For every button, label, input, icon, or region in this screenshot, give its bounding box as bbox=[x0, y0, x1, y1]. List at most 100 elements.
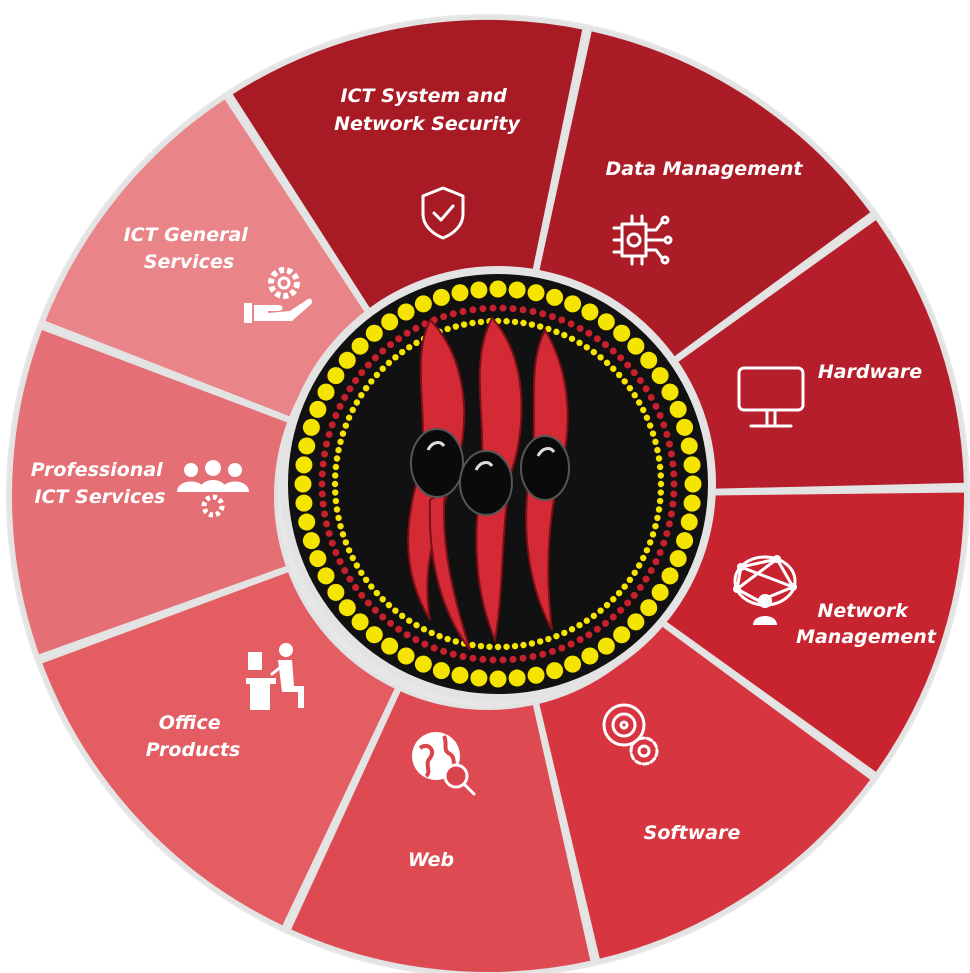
inner-yellow-dot bbox=[654, 514, 661, 522]
red-dot bbox=[647, 567, 655, 575]
outer-yellow-dot bbox=[508, 669, 526, 687]
red-dot bbox=[593, 625, 601, 633]
inner-yellow-dot bbox=[335, 446, 342, 454]
outer-yellow-dot bbox=[309, 550, 327, 568]
outer-yellow-dot bbox=[302, 418, 320, 436]
red-dot bbox=[601, 619, 609, 627]
outer-yellow-dot bbox=[676, 418, 694, 436]
monitor-icon bbox=[737, 366, 805, 428]
inner-yellow-dot bbox=[610, 365, 617, 372]
inner-yellow-dot bbox=[528, 640, 536, 647]
red-dot bbox=[609, 613, 617, 621]
inner-yellow-dot bbox=[333, 455, 341, 462]
inner-yellow-dot bbox=[331, 480, 339, 488]
outer-yellow-dot bbox=[295, 456, 313, 474]
red-dot bbox=[667, 510, 675, 518]
outer-yellow-dot bbox=[640, 351, 658, 369]
segment-web[interactable]: Web bbox=[285, 686, 596, 973]
outer-yellow-dot bbox=[613, 626, 631, 644]
inner-yellow-dot bbox=[428, 629, 435, 637]
red-dot bbox=[670, 470, 678, 478]
red-dot bbox=[609, 347, 617, 355]
red-dot bbox=[630, 591, 638, 599]
red-dot bbox=[323, 440, 331, 448]
red-dot bbox=[519, 654, 527, 662]
segment-professional-ict-services[interactable]: Professional ICT Services bbox=[8, 324, 293, 660]
segment-office-products[interactable]: Office Products bbox=[37, 567, 400, 931]
inner-yellow-dot bbox=[469, 319, 476, 327]
inner-yellow-dot bbox=[342, 539, 350, 546]
segment-software-label: Software bbox=[644, 822, 741, 844]
inner-yellow-dot bbox=[536, 323, 544, 330]
red-dot bbox=[379, 613, 387, 621]
shield-check-icon bbox=[421, 186, 465, 240]
red-dot bbox=[469, 654, 477, 662]
outer-yellow-dot bbox=[338, 599, 356, 617]
red-dot bbox=[593, 335, 601, 343]
red-dot bbox=[318, 480, 326, 488]
red-dot bbox=[489, 304, 497, 312]
segment-security[interactable]: ICT System and Network Security bbox=[227, 16, 587, 321]
red-dot bbox=[567, 320, 575, 328]
red-dot bbox=[539, 310, 547, 318]
inner-yellow-dot bbox=[332, 463, 340, 471]
red-dot bbox=[509, 655, 517, 663]
segment-network-management[interactable]: Network Management bbox=[657, 488, 968, 778]
center-emblem bbox=[280, 266, 716, 702]
inner-yellow-dot bbox=[345, 547, 353, 554]
red-dot bbox=[529, 652, 537, 660]
red-dot bbox=[519, 306, 527, 314]
red-dot bbox=[663, 430, 671, 438]
inner-yellow-dot bbox=[398, 348, 406, 356]
outer-yellow-dot bbox=[676, 532, 694, 550]
red-dot bbox=[319, 460, 327, 468]
red-dot bbox=[548, 647, 556, 655]
segment-data-management-label: Data Management bbox=[606, 158, 804, 180]
inner-yellow-dot bbox=[643, 414, 651, 421]
red-dot bbox=[529, 308, 537, 316]
outer-yellow-dot bbox=[683, 494, 701, 512]
inner-yellow-dot bbox=[452, 323, 460, 330]
outer-yellow-dot bbox=[414, 295, 432, 313]
inner-yellow-dot bbox=[576, 621, 583, 629]
inner-yellow-dot bbox=[353, 399, 361, 406]
inner-yellow-dot bbox=[469, 641, 476, 649]
inner-yellow-dot bbox=[452, 638, 460, 645]
red-dot bbox=[346, 385, 354, 393]
outer-yellow-dot bbox=[327, 583, 345, 601]
outer-yellow-dot bbox=[489, 280, 507, 298]
red-dot bbox=[440, 313, 448, 321]
red-dot bbox=[663, 530, 671, 538]
segment-web-label: Web bbox=[408, 849, 454, 871]
red-dot bbox=[636, 377, 644, 385]
inner-yellow-dot bbox=[339, 430, 347, 437]
red-dot bbox=[321, 510, 329, 518]
inner-yellow-dot bbox=[368, 583, 375, 590]
red-dot bbox=[576, 324, 584, 332]
team-gear-icon bbox=[177, 460, 249, 518]
outer-yellow-dot bbox=[489, 670, 507, 688]
red-dot bbox=[412, 636, 420, 644]
outer-yellow-dot bbox=[432, 288, 450, 306]
red-dot bbox=[624, 599, 632, 607]
inner-yellow-dot bbox=[406, 617, 413, 624]
red-dot bbox=[647, 393, 655, 401]
inner-yellow-dot bbox=[477, 318, 485, 326]
inner-yellow-dot bbox=[392, 607, 399, 614]
red-dot bbox=[430, 644, 438, 652]
red-dot bbox=[321, 450, 329, 458]
inner-yellow-dot bbox=[597, 607, 604, 614]
red-dot bbox=[585, 329, 593, 337]
red-dot bbox=[379, 347, 387, 355]
inner-yellow-dot bbox=[646, 422, 654, 429]
red-dot bbox=[670, 490, 678, 498]
red-dot bbox=[509, 305, 517, 313]
red-dot bbox=[387, 341, 395, 349]
outer-yellow-dot bbox=[302, 532, 320, 550]
outer-yellow-dot bbox=[669, 400, 687, 418]
outer-yellow-dot bbox=[597, 313, 615, 331]
inner-yellow-dot bbox=[652, 438, 659, 446]
inner-yellow-dot bbox=[332, 472, 339, 479]
red-dot bbox=[352, 583, 360, 591]
outer-yellow-dot bbox=[414, 655, 432, 673]
